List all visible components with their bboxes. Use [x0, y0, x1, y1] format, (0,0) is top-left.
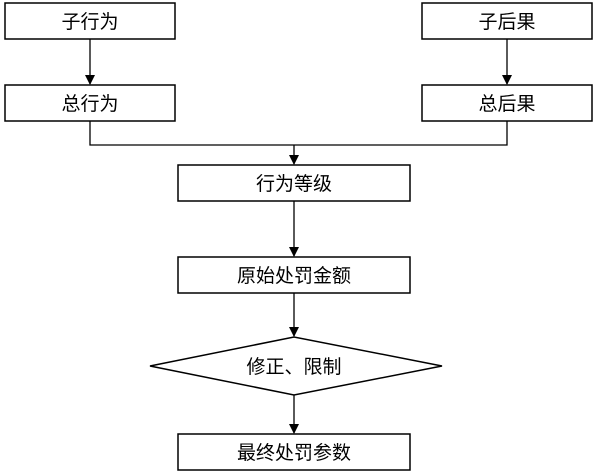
label-original-penalty: 原始处罚金额: [237, 265, 351, 287]
node-total-consequence: [421, 84, 593, 122]
label-final-penalty: 最终处罚参数: [237, 442, 351, 464]
label-behavior-level: 行为等级: [256, 173, 332, 195]
node-original-penalty: [177, 256, 411, 294]
label-correction-limit: 修正、限制: [246, 356, 341, 378]
node-sub-consequence: [421, 2, 593, 40]
merge-line: [89, 121, 508, 146]
label-sub-consequence: 子后果: [478, 11, 535, 33]
label-total-consequence: 总后果: [478, 93, 535, 115]
label-total-behavior: 总行为: [61, 93, 118, 115]
node-final-penalty: [177, 433, 411, 471]
label-sub-behavior: 子行为: [61, 11, 118, 33]
node-correction-limit: [149, 336, 443, 396]
node-sub-behavior: [4, 2, 176, 40]
